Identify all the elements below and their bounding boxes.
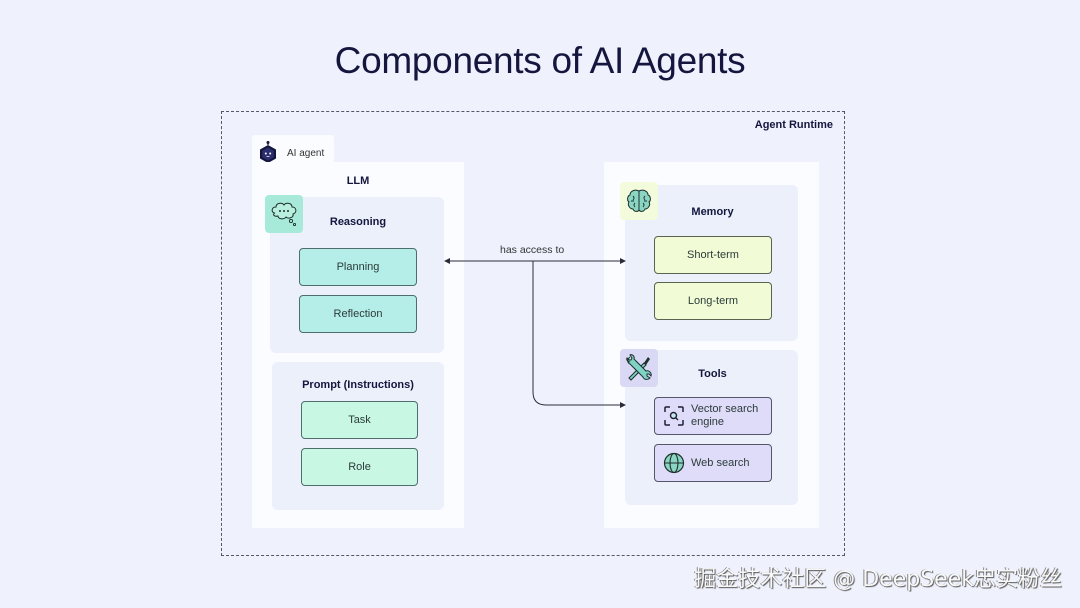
reasoning-title: Reasoning <box>329 216 387 228</box>
reflection-box: Reflection <box>299 295 417 333</box>
task-box: Task <box>301 401 418 439</box>
short-term-box: Short-term <box>654 236 772 274</box>
agent-runtime-label: Agent Runtime <box>754 119 833 131</box>
vector-search-icon <box>664 406 684 426</box>
robot-hexagon-icon <box>260 141 276 163</box>
diagram-title: Components of AI Agents <box>334 40 746 81</box>
agent-runtime-boundary: Agent Runtime <box>221 111 845 556</box>
wrench-screwdriver-icon <box>626 354 652 381</box>
vector-search-label-line2: engine <box>691 416 725 428</box>
thought-bubble-icon <box>271 202 297 227</box>
role-box: Role <box>301 448 418 486</box>
llm-label: LLM <box>346 175 370 187</box>
ai-agent-label: AI agent <box>287 148 325 159</box>
memory-title: Memory <box>691 206 734 218</box>
globe-icon <box>663 452 685 474</box>
long-term-box: Long-term <box>654 282 772 320</box>
web-search-box: Web search <box>654 444 772 482</box>
ai-agent-tab: AI agent <box>252 135 334 165</box>
brain-icon <box>627 189 651 212</box>
vector-search-label-line1: Vector search <box>691 403 759 415</box>
prompt-title: Prompt (Instructions) <box>302 379 414 391</box>
has-access-to-label: has access to <box>500 244 565 256</box>
memory-icon-box <box>620 182 658 220</box>
web-search-label: Web search <box>691 456 750 469</box>
watermark: 掘金技术社区 @ DeepSeek忠实粉丝 <box>694 567 1062 592</box>
planning-box: Planning <box>299 248 417 286</box>
tools-title: Tools <box>698 368 727 380</box>
tools-icon-box <box>620 349 658 387</box>
reasoning-icon-box <box>265 195 303 233</box>
